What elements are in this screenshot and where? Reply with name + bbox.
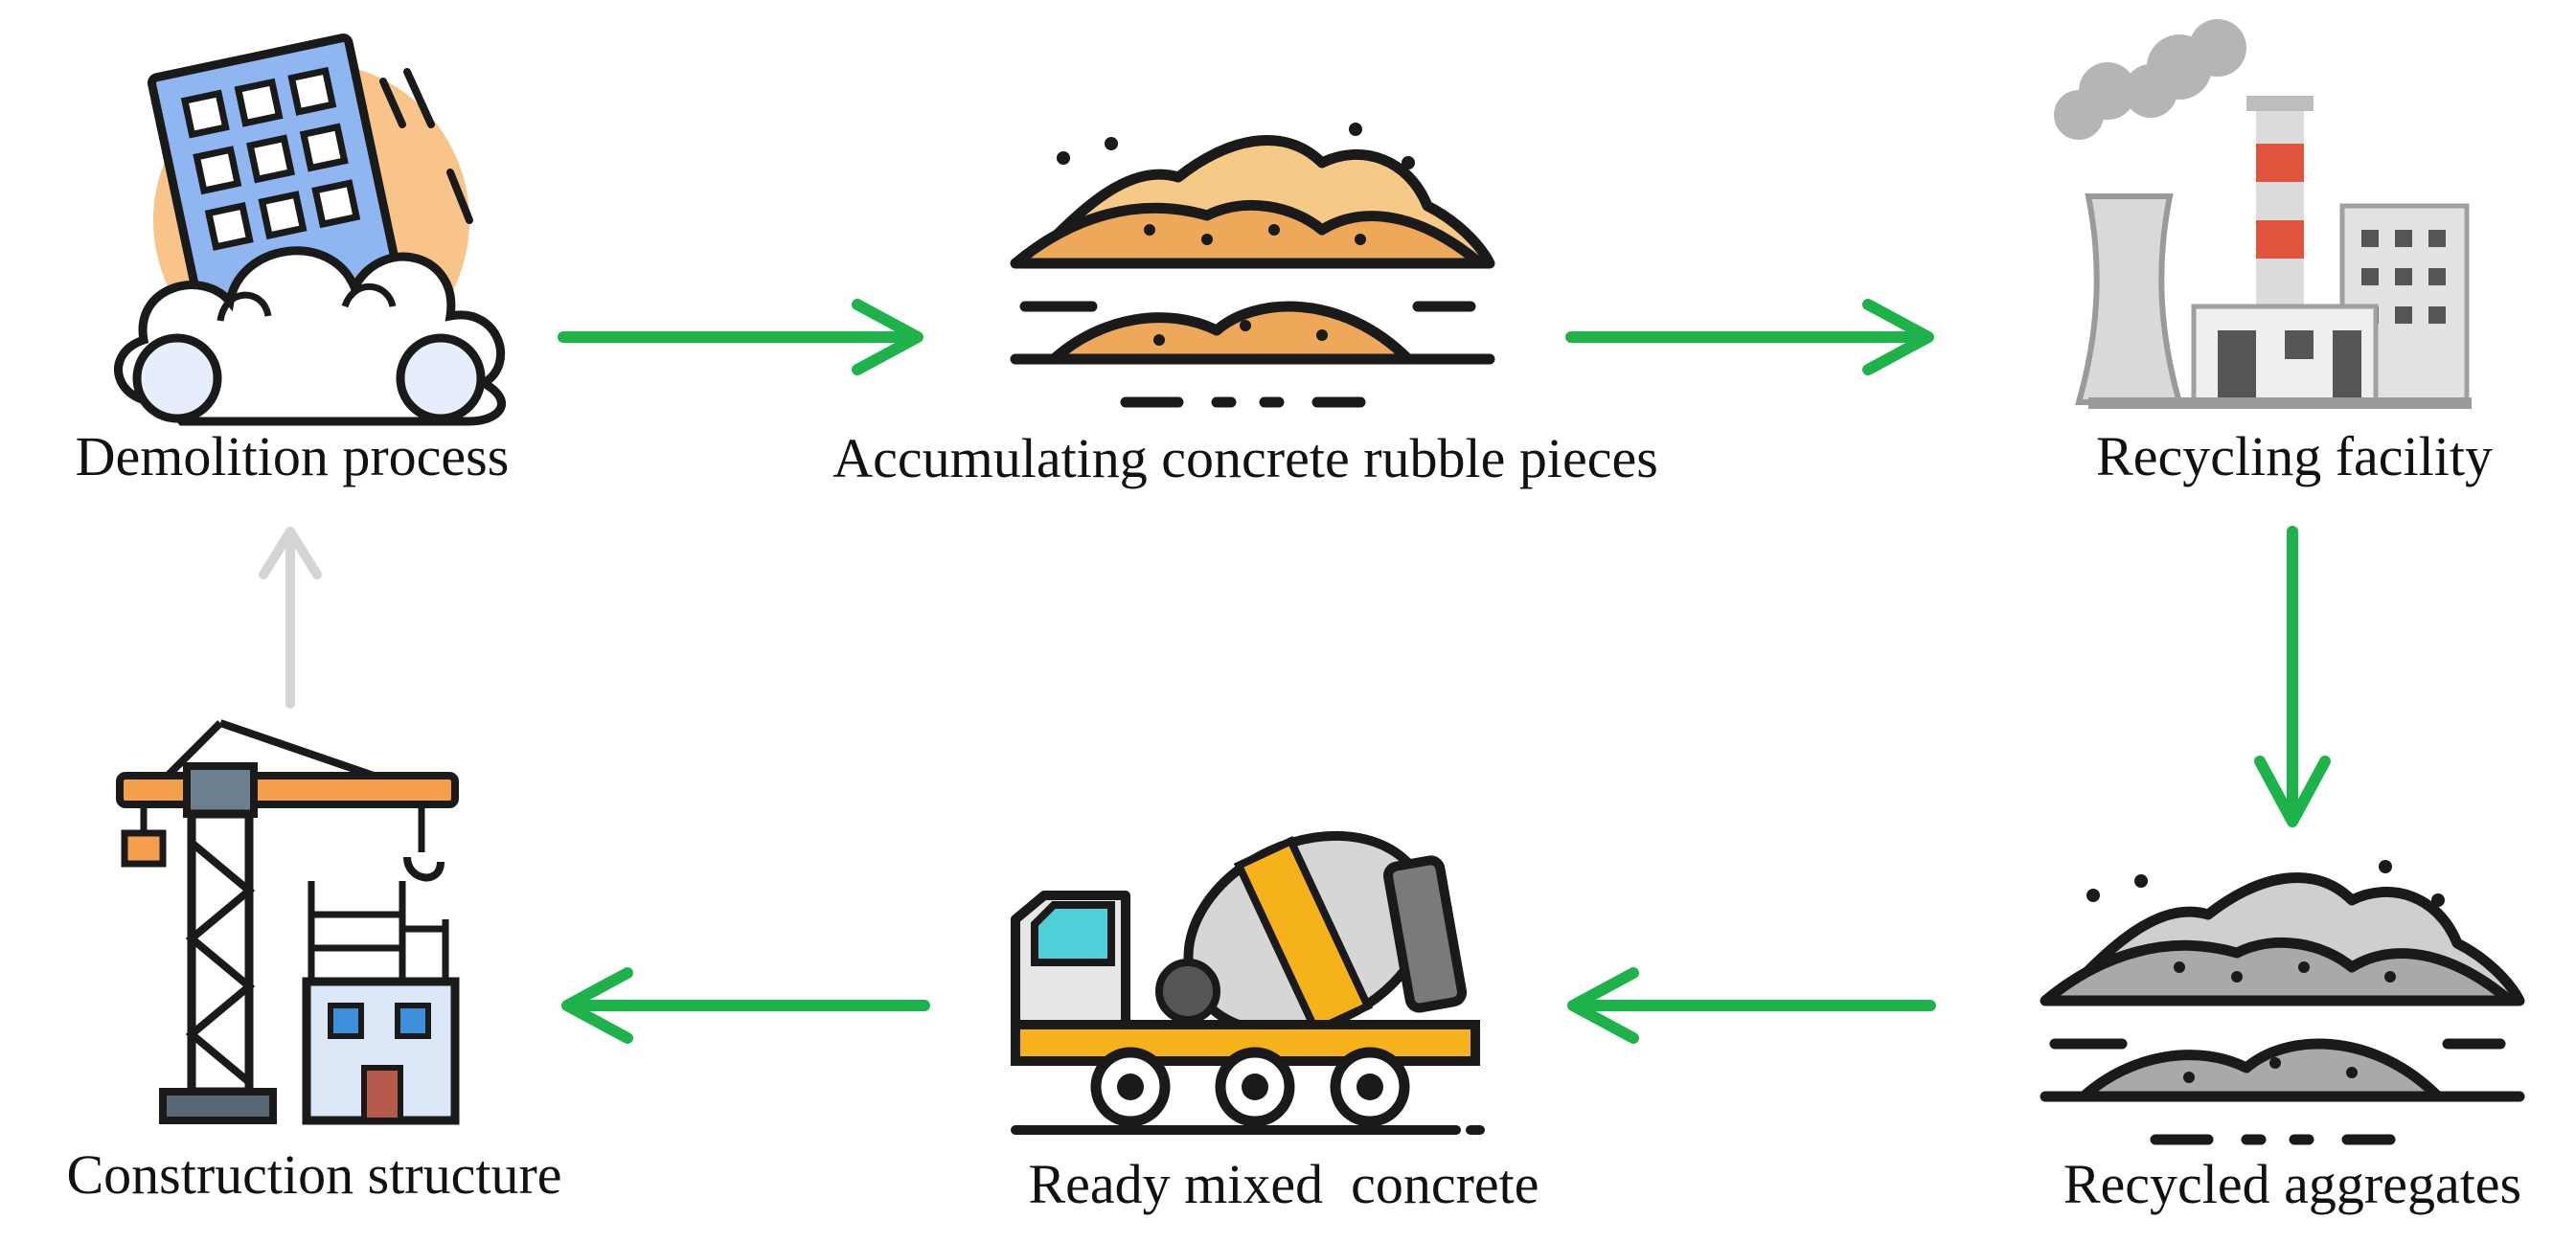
rubble-pile-icon [1010,123,1495,408]
step-label-concrete: Ready mixed concrete [1028,1153,1539,1215]
factory-icon [2054,19,2472,409]
step-label-aggregates: Recycled aggregates [2063,1153,2522,1215]
step-label-demolition: Demolition process [75,425,510,487]
arrow-aggregates-to-concrete [1567,967,1936,1044]
arrow-rubble-to-recycling [1565,299,1934,375]
crane-building-icon [116,719,460,1125]
collapsing-building-icon [114,34,506,426]
step-label-construction: Construction structure [66,1143,562,1206]
step-label-recycling: Recycling facility [2096,425,2493,487]
aggregate-pile-icon [2040,860,2525,1145]
arrow-concrete-to-construction [561,967,930,1044]
arrow-construction-to-demolition [259,527,322,709]
arrow-recycling-to-aggregates [2254,526,2331,827]
concrete-mixer-truck-icon [1011,830,1485,1135]
arrow-demolition-to-rubble [558,299,923,375]
step-label-rubble: Accumulating concrete rubble pieces [832,427,1658,489]
